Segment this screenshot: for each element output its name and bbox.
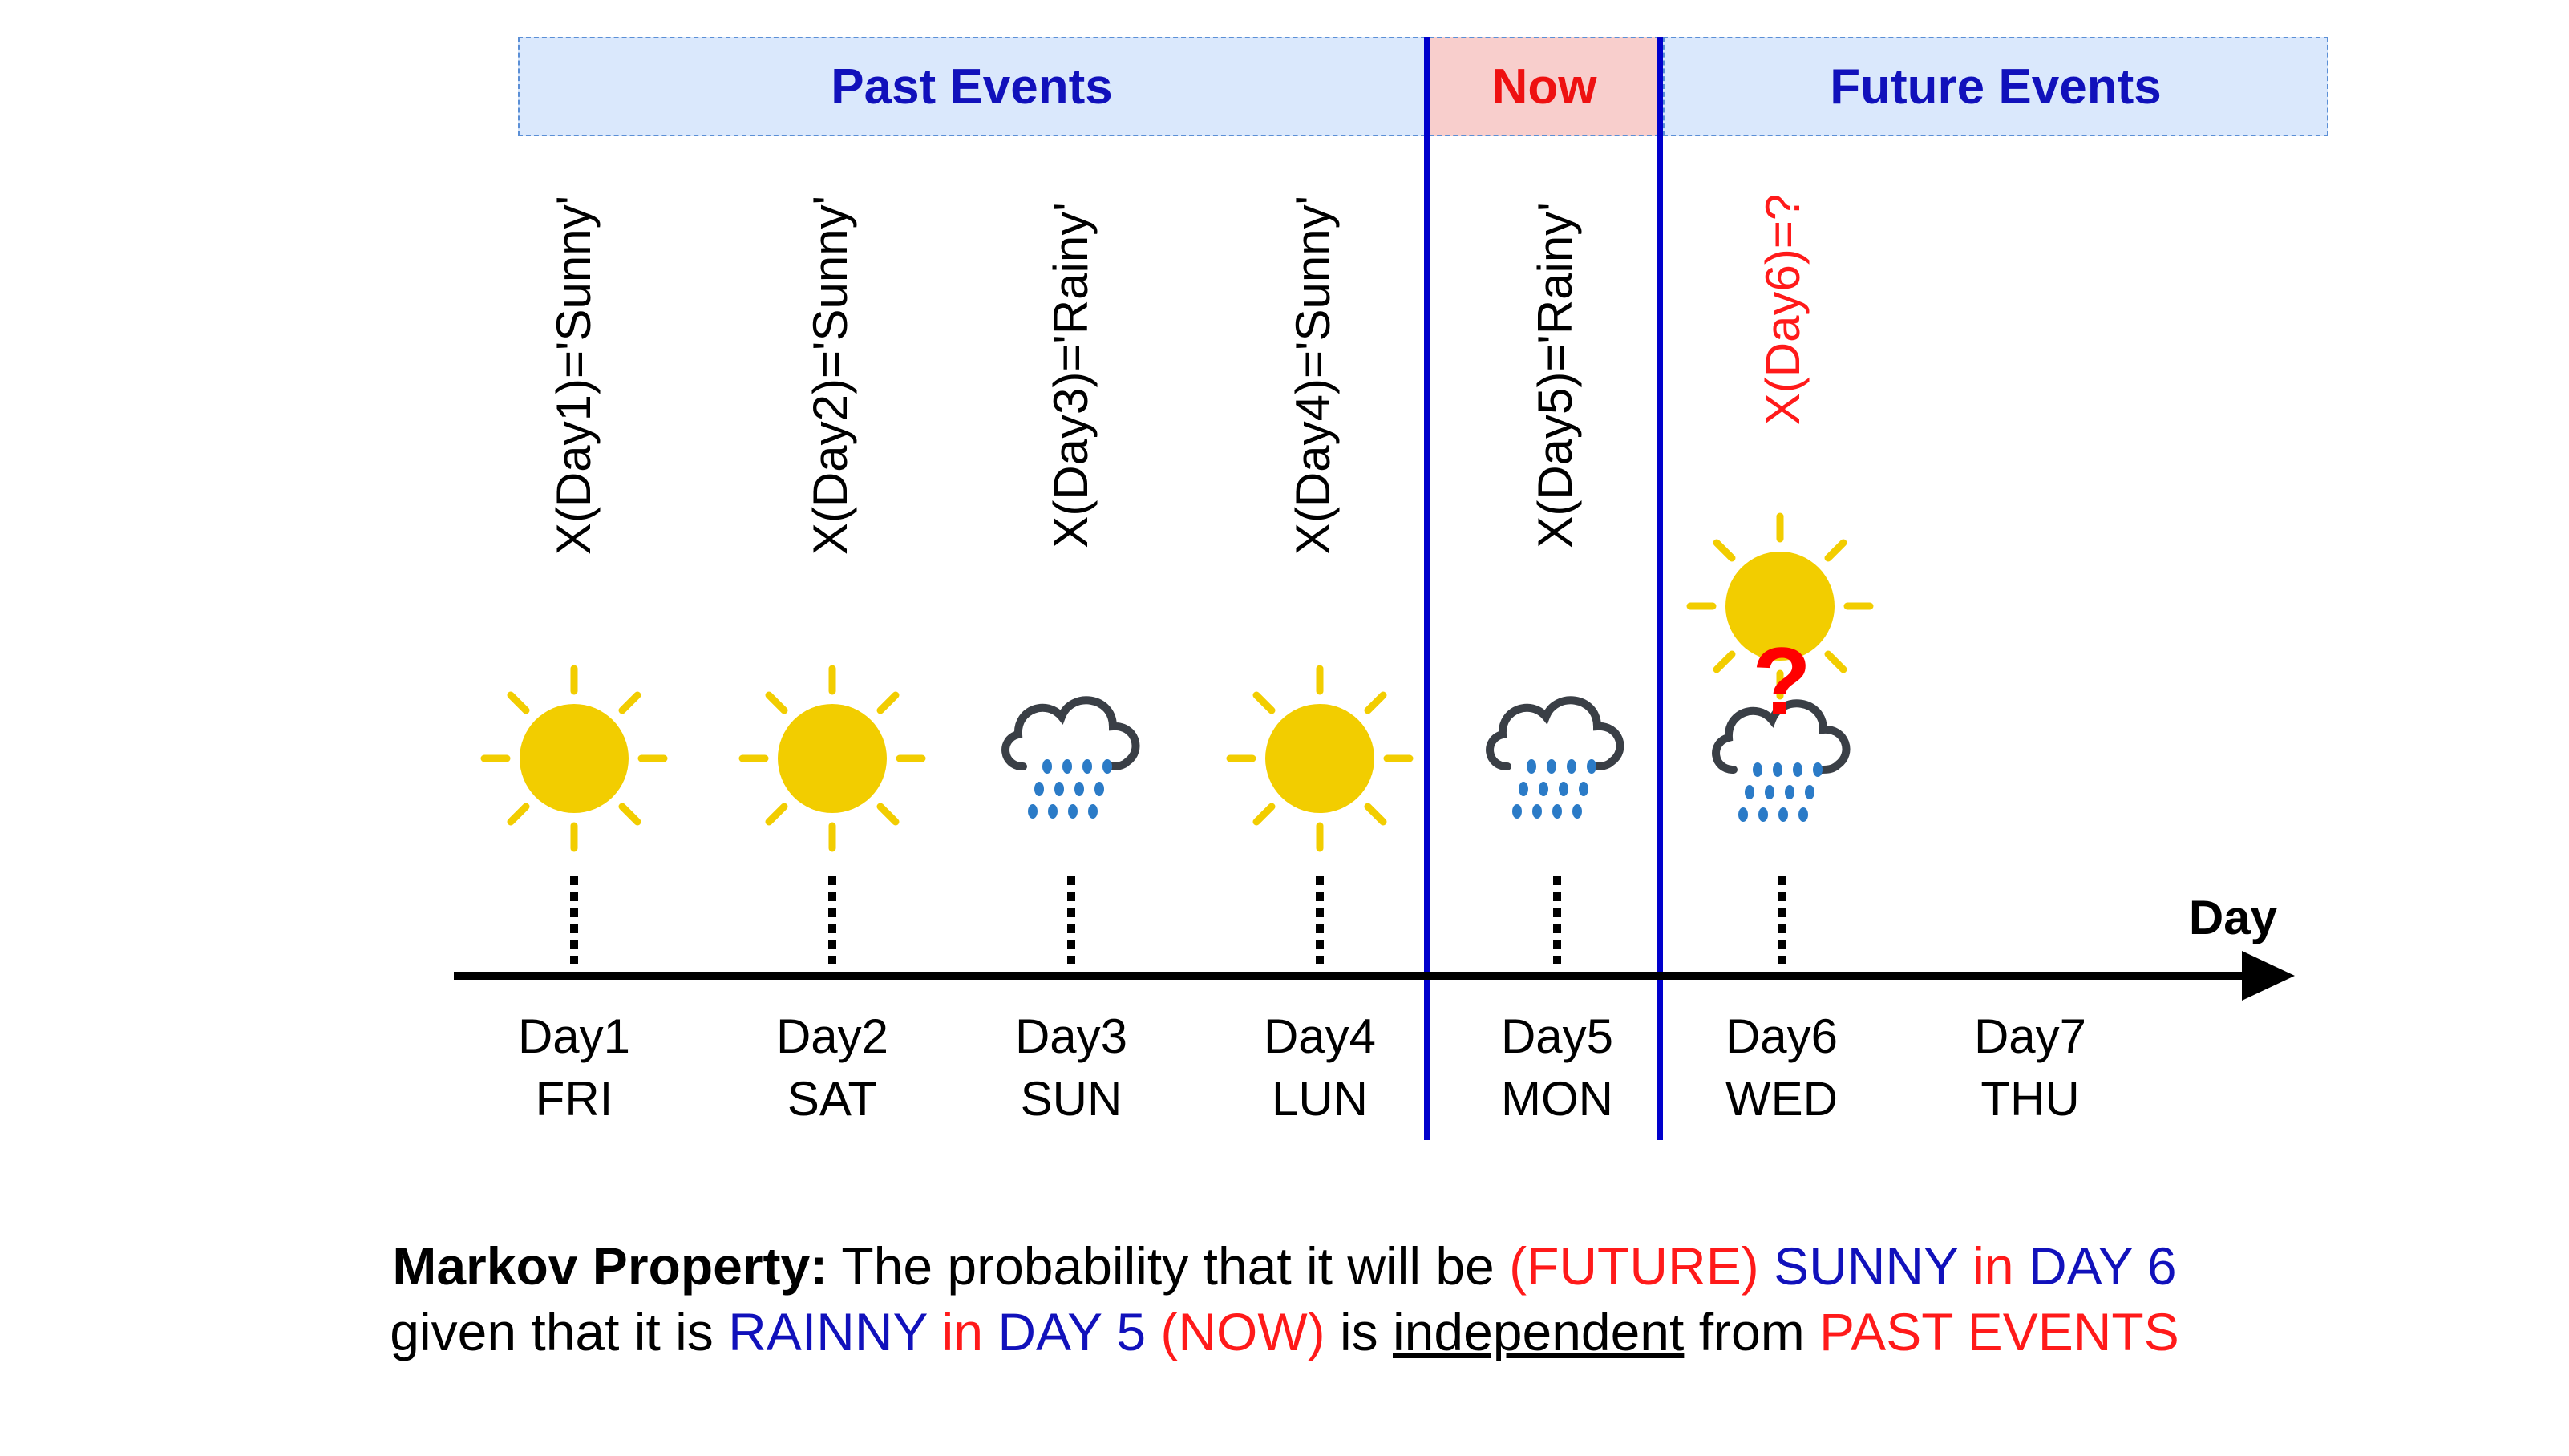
day5-state-label: X(Day5)='Rainy' [1528,202,1582,548]
time-axis [454,972,2250,980]
day7-tick: Day7 THU [1934,1005,2126,1130]
weekday-name: WED [1725,1072,1838,1126]
caption-text: from [1684,1302,1820,1361]
caption-past-events: PAST EVENTS [1819,1302,2179,1361]
caption-text: is [1325,1302,1393,1361]
day2-connector [828,876,836,964]
day6-tick: Day6 WED [1685,1005,1878,1130]
caption-day6: DAY 6 [2028,1236,2177,1296]
rain-cloud-icon [1712,699,1851,822]
weekday-name: SUN [1020,1072,1123,1126]
day5-tick: Day5 MON [1461,1005,1653,1130]
day6-state-label: X(Day6)=? [1756,193,1810,426]
future-events-header: Future Events [1663,37,2328,136]
caption-now: (NOW) [1160,1302,1325,1361]
day3-state-label: X(Day3)='Rainy' [1044,202,1098,548]
weekday-name: LUN [1271,1072,1369,1126]
caption-in: in [927,1302,998,1361]
caption-in: in [1957,1236,2029,1296]
caption-line-2: given that it is RAINNY in DAY 5 (NOW) i… [0,1299,2569,1365]
day1-state-label: X(Day1)='Sunny' [547,195,601,556]
sun-icon [480,665,668,852]
weekday-name: SAT [787,1072,878,1126]
rain-cloud-icon [1486,696,1624,819]
day5-connector [1553,876,1561,964]
caption-future: (FUTURE) [1509,1236,1759,1296]
day4-state-label: X(Day4)='Sunny' [1286,195,1340,556]
day-name: Day3 [1014,1009,1128,1063]
day-name: Day5 [1500,1009,1614,1063]
caption-rainny: RAINNY [728,1302,928,1361]
now-header: Now [1429,37,1660,136]
day3-connector [1067,876,1075,964]
day3-tick: Day3 SUN [975,1005,1167,1130]
day6-connector [1778,876,1786,964]
caption-text: given that it is [390,1302,729,1361]
day2-tick: Day2 SAT [736,1005,928,1130]
day4-tick: Day4 LUN [1224,1005,1416,1130]
caption-sunny: SUNNY [1774,1236,1958,1296]
question-mark-icon: ? [1752,628,1811,735]
day1-connector [570,876,578,964]
sun-icon [738,665,926,852]
caption-independent: independent [1393,1302,1685,1361]
sun-icon [1226,665,1414,852]
day-name: Day1 [517,1009,631,1063]
day-name: Day6 [1725,1009,1839,1063]
axis-title: Day [2188,891,2277,944]
rain-cloud-icon [1001,696,1140,819]
weekday-name: MON [1501,1072,1613,1126]
day1-tick: Day1 FRI [478,1005,670,1130]
day-name: Day2 [775,1009,889,1063]
caption-space [1146,1302,1160,1361]
weekday-name: THU [1980,1072,2080,1126]
caption-line-1: Markov Property: The probability that it… [0,1233,2569,1299]
day-name: Day4 [1263,1009,1377,1063]
caption-text: The probability that it will be [827,1236,1510,1296]
sun-icon [1686,512,1874,700]
caption-title: Markov Property: [392,1236,828,1296]
arrow-head-icon [2242,951,2295,1001]
caption-space [1759,1236,1774,1296]
now-right-divider [1657,37,1663,1140]
weekday-name: FRI [535,1072,613,1126]
caption-day5: DAY 5 [997,1302,1147,1361]
past-events-header: Past Events [518,37,1426,136]
day4-connector [1316,876,1324,964]
day-name: Day7 [1973,1009,2087,1063]
day2-state-label: X(Day2)='Sunny' [803,195,857,556]
now-left-divider [1424,37,1430,1140]
